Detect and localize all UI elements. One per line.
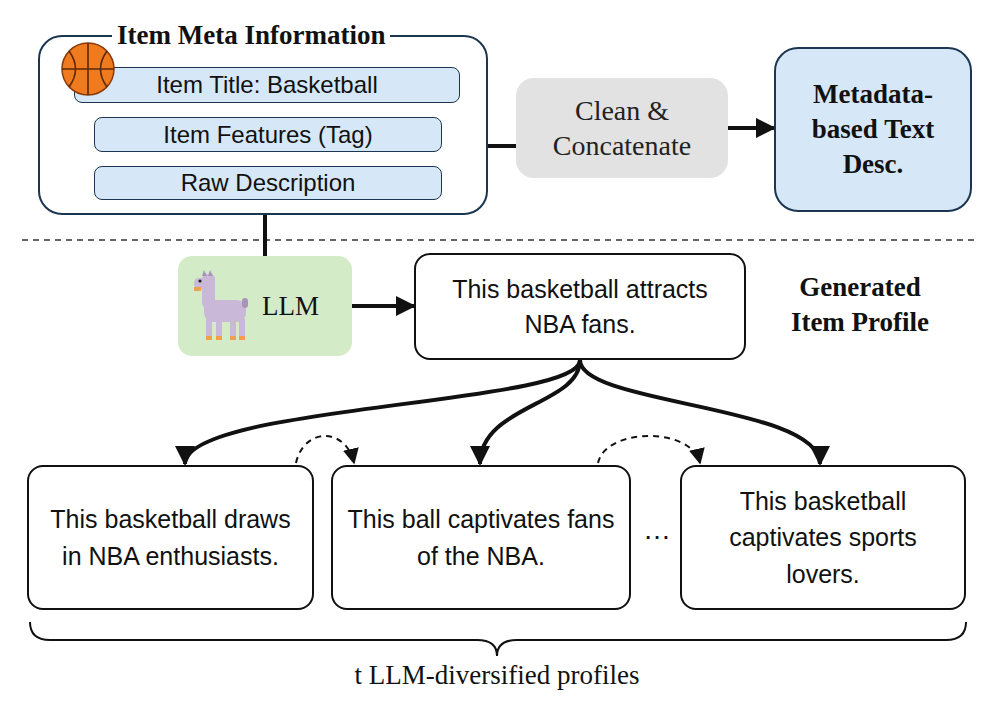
connector-arrow [185,360,580,464]
process-box: Clean & Concatenate [516,78,728,178]
profile-box: This basketball draws in NBA enthusiasts… [27,465,314,610]
basketball-icon [60,41,116,97]
node-text: Raw Description [181,169,356,197]
node-text: This basketball captivates sports lovers… [696,483,950,592]
model-box: LLM [178,256,352,356]
node-text: This ball captivates fans of the NBA. [347,501,615,574]
connector-arrow [488,144,516,148]
connector-arrow [480,360,580,464]
connector-arrow [728,126,774,130]
node-text: This basketball draws in NBA enthusiasts… [43,501,298,574]
profile-box: This basketball attracts NBA fans. [414,253,746,360]
llama-icon [188,268,254,344]
connector-arrow [580,360,820,464]
bracket-label: t LLM-diversified profiles [297,660,697,691]
field-box: Item Title: Basketball [74,67,460,103]
connector-arrow [263,215,267,256]
brace-bracket [30,622,966,656]
output-box: Metadata-based Text Desc. [774,47,972,212]
field-box: Item Features (Tag) [94,117,442,152]
connector-arrow [352,304,414,308]
section-label: Generated Item Profile [770,270,950,340]
profile-box: This basketball captivates sports lovers… [680,465,966,610]
node-text: Item Features (Tag) [163,121,372,149]
node-text: Clean & Concatenate [528,93,716,163]
node-text: Item Title: Basketball [156,71,377,99]
group-box: Item Meta InformationItem Title: Basketb… [38,35,488,215]
dashed-arrow [598,436,700,463]
profile-box: This ball captivates fans of the NBA. [331,465,631,610]
node-text: Metadata-based Text Desc. [784,77,962,182]
group-heading: Item Meta Information [112,19,390,51]
node-text: LLM [262,291,319,322]
node-text: This basketball attracts NBA fans. [430,272,730,342]
field-box: Raw Description [94,166,442,200]
divider-line [22,239,975,241]
ellipsis: … [634,514,680,546]
dashed-arrow [296,436,354,463]
